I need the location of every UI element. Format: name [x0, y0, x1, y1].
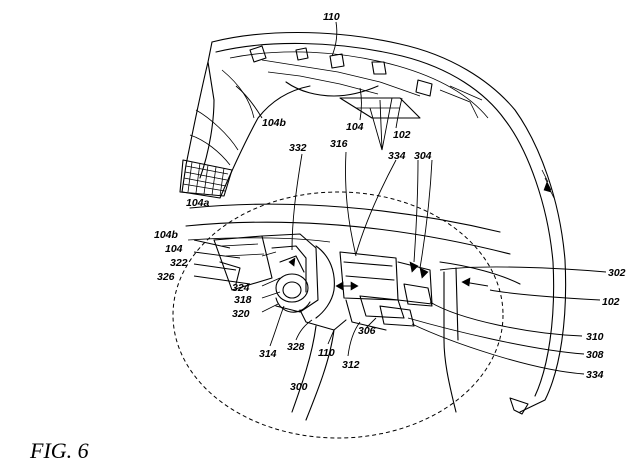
ref-332: 332: [289, 142, 307, 154]
lamp-104a: [180, 160, 232, 196]
ref-102-top: 102: [393, 129, 411, 141]
ref-102-right: 102: [602, 296, 620, 308]
ref-320: 320: [232, 308, 250, 320]
ref-334-top: 334: [388, 150, 406, 162]
ref-104-left: 104: [165, 243, 183, 255]
ref-328: 328: [287, 341, 305, 353]
detail-view-300: [173, 192, 520, 438]
ref-322: 322: [170, 257, 188, 269]
ref-312: 312: [342, 359, 360, 371]
ref-300: 300: [290, 381, 308, 393]
ref-326: 326: [157, 271, 175, 283]
clip-318: [276, 256, 310, 312]
ref-110-top: 110: [323, 11, 340, 23]
fascia-assembly: [180, 33, 566, 415]
leader-lines: [194, 22, 606, 374]
ref-304: 304: [414, 150, 432, 162]
ref-324: 324: [232, 282, 250, 294]
ref-308: 308: [586, 349, 604, 361]
ref-104b-top: 104b: [262, 117, 287, 129]
ref-314: 314: [259, 348, 277, 360]
ref-316: 316: [330, 138, 348, 150]
ref-302: 302: [608, 267, 626, 279]
ref-318: 318: [234, 294, 252, 306]
ref-310: 310: [586, 331, 604, 343]
ref-306: 306: [358, 325, 376, 337]
figure-caption: FIG. 6: [29, 438, 89, 463]
ref-104b-left: 104b: [154, 229, 179, 241]
ref-334-bottom: 334: [586, 369, 604, 381]
ref-104-top: 104: [346, 121, 364, 133]
ref-110-bottom: 110: [318, 347, 335, 359]
ref-104a: 104a: [186, 197, 210, 209]
module-304: [340, 252, 432, 330]
